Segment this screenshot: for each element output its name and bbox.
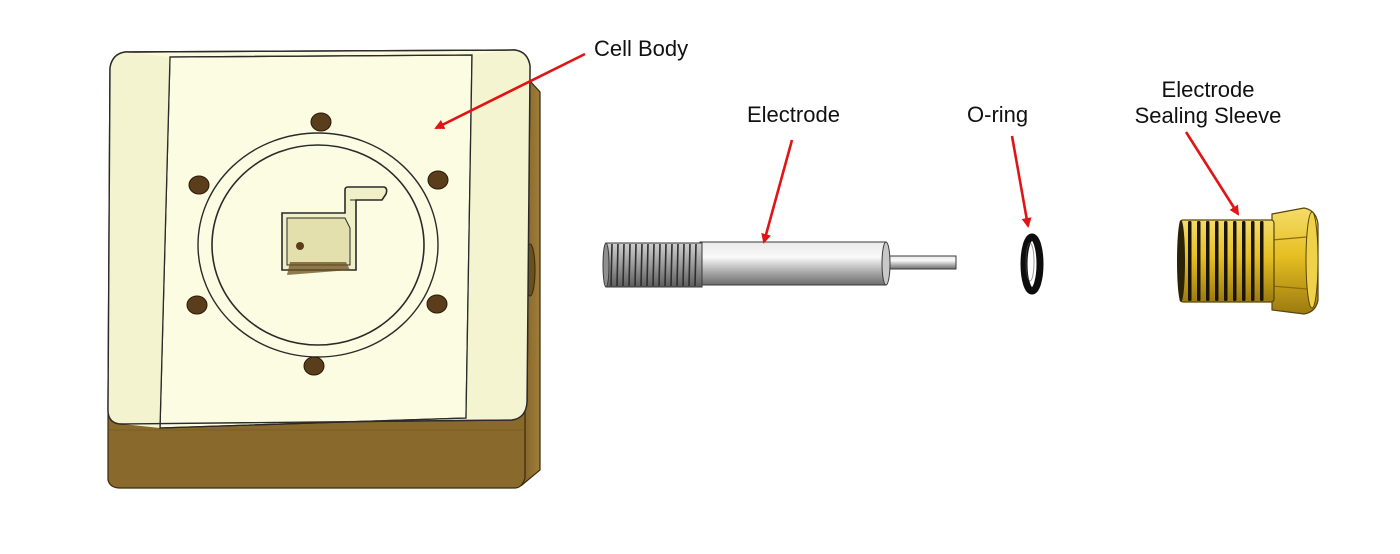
sleeve-thread-groove — [1251, 221, 1255, 301]
sleeve-thread-groove — [1233, 221, 1237, 301]
cell-body-bolt-holes — [186, 112, 449, 376]
cell-body-front-side — [107, 411, 526, 489]
cell-body-center-window — [281, 186, 388, 275]
electrode-thread-groove — [652, 243, 655, 287]
electrode-thread-groove — [622, 243, 625, 287]
label-sealing-sleeve: Electrode Sealing Sleeve — [1118, 77, 1298, 129]
arrow-o-ring — [1010, 135, 1032, 228]
label-o-ring: O-ring — [967, 102, 1029, 127]
sleeve-thread-groove — [1260, 221, 1264, 301]
electrode-thread-groove — [646, 243, 649, 287]
sleeve-thread-groove — [1197, 221, 1201, 301]
sleeve-thread-groove — [1206, 221, 1210, 301]
electrode — [602, 241, 957, 288]
cell-body-outer-ring — [197, 132, 439, 358]
sleeve-thread-groove — [1215, 221, 1219, 301]
electrode-thread-groove — [658, 243, 661, 287]
electrode-thread-groove — [694, 243, 697, 287]
arrow-electrode — [761, 139, 794, 244]
electrode-thread-groove — [634, 243, 637, 287]
electrode-thread-groove — [610, 243, 613, 287]
electrode-thread-groove — [676, 243, 679, 287]
arrow-sealing-sleeve — [1184, 131, 1240, 216]
electrode-thread-groove — [670, 243, 673, 287]
cell-body — [107, 49, 541, 489]
electrode-pin — [883, 255, 957, 270]
label-sealing-sleeve-line1: Electrode — [1161, 77, 1255, 102]
sleeve-thread-groove — [1242, 221, 1246, 301]
electrode-thread-groove — [628, 243, 631, 287]
electrode-thread-groove — [616, 243, 619, 287]
label-sealing-sleeve-line2: Sealing Sleeve — [1134, 103, 1282, 128]
sleeve-thread-groove — [1224, 221, 1228, 301]
electrode-thread-groove — [640, 243, 643, 287]
arrow-cell-body — [434, 52, 586, 130]
electrode-sealing-sleeve — [1177, 207, 1319, 315]
electrode-thread-groove — [664, 243, 667, 287]
label-electrode: Electrode — [747, 102, 840, 127]
o-ring — [1020, 233, 1044, 295]
sleeve-thread-groove — [1188, 221, 1192, 301]
label-cell-body: Cell Body — [594, 36, 689, 61]
electrode-thread-groove — [682, 243, 685, 287]
cell-body-inner-ring — [211, 144, 425, 346]
callout-arrows — [434, 52, 1240, 244]
electrode-thread-groove — [688, 243, 691, 287]
electrode-shaft — [699, 241, 887, 286]
